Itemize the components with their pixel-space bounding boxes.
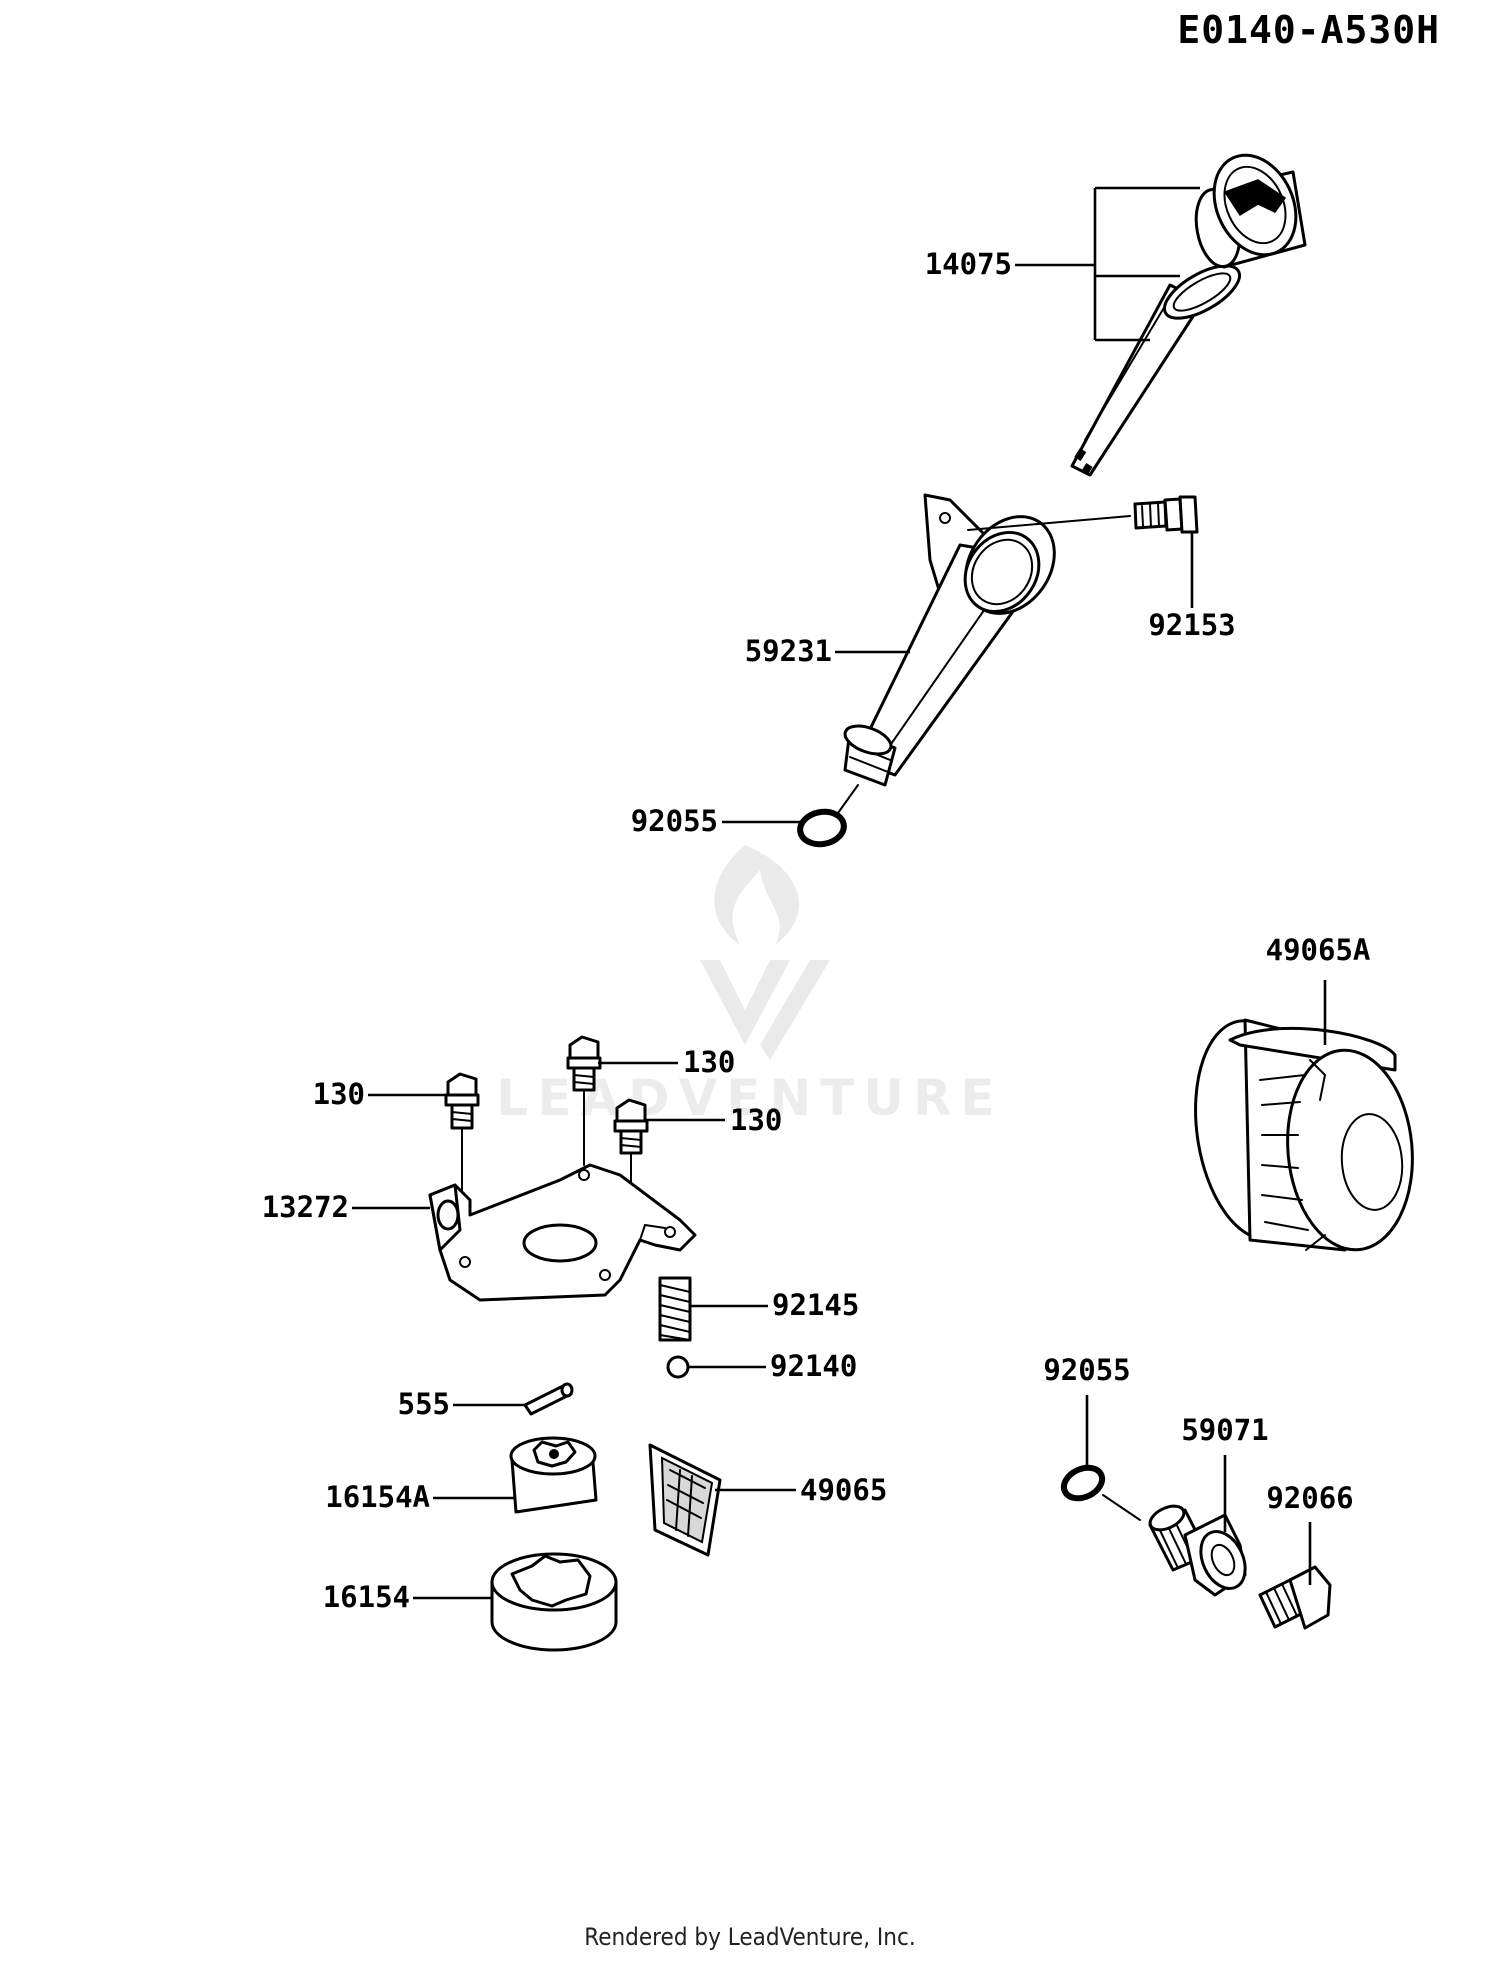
label-92055-upper[interactable]: 92055: [631, 804, 718, 838]
bolt-130-mid-drawing: [566, 1035, 602, 1092]
label-92145[interactable]: 92145: [772, 1288, 859, 1322]
label-130-mid[interactable]: 130: [683, 1045, 735, 1079]
label-555[interactable]: 555: [398, 1387, 450, 1421]
label-16154A[interactable]: 16154A: [325, 1480, 430, 1514]
fitting-drawing: [1148, 1504, 1247, 1597]
label-92153[interactable]: 92153: [1148, 608, 1235, 642]
pump-cover-drawing: [428, 1163, 697, 1302]
oil-filter-drawing: [1194, 1018, 1414, 1252]
bolt-92153-drawing: [967, 495, 1199, 534]
label-49065[interactable]: 49065: [800, 1473, 887, 1507]
bolt-130-left-drawing: [444, 1072, 480, 1130]
outer-rotor-drawing: [490, 1552, 618, 1652]
label-16154[interactable]: 16154: [323, 1580, 410, 1614]
watermark-logo: [700, 845, 830, 1060]
screen-drawing: [648, 1443, 722, 1557]
ball-drawing: [666, 1355, 690, 1379]
label-59231[interactable]: 59231: [745, 634, 832, 668]
o-ring-92055-lower-drawing: [1060, 1464, 1141, 1521]
label-92055-lower[interactable]: 92055: [1043, 1353, 1130, 1387]
filler-tube-drawing: [843, 493, 1056, 787]
o-ring-92055-drawing: [797, 784, 859, 848]
plug-drawing: [1258, 1565, 1332, 1630]
bolt-130-right-drawing: [613, 1098, 649, 1155]
footer-credit: Rendered by LeadVenture, Inc.: [584, 1923, 915, 1951]
label-59071[interactable]: 59071: [1181, 1413, 1268, 1447]
diagram-code: E0140-A530H: [1177, 8, 1440, 52]
inner-rotor-drawing: [509, 1436, 598, 1514]
label-14075[interactable]: 14075: [925, 247, 1012, 281]
label-49065A[interactable]: 49065A: [1266, 933, 1371, 967]
dipstick-leader: [1015, 186, 1200, 342]
label-92140[interactable]: 92140: [770, 1349, 857, 1383]
label-130-left[interactable]: 130: [313, 1077, 365, 1111]
label-130-right[interactable]: 130: [730, 1103, 782, 1137]
dipstick-drawing: [1070, 153, 1307, 477]
spring-drawing: [658, 1276, 692, 1342]
pin-drawing: [523, 1382, 574, 1416]
label-13272[interactable]: 13272: [262, 1190, 349, 1224]
label-92066[interactable]: 92066: [1266, 1481, 1353, 1515]
